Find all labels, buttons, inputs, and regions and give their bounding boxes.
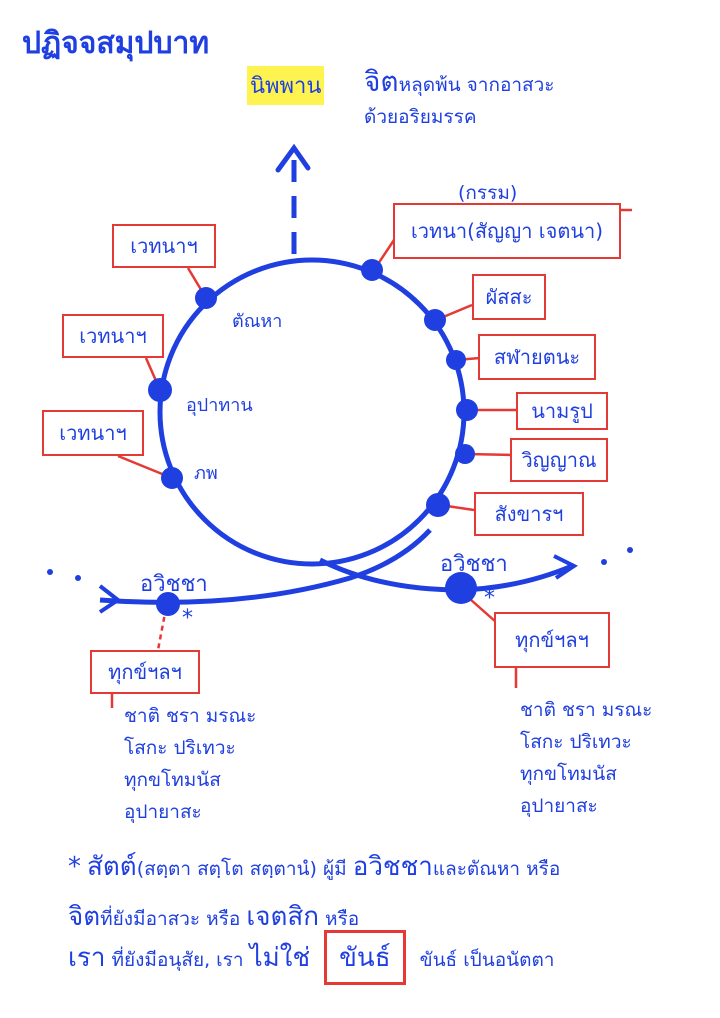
node-upadana <box>148 378 172 402</box>
escape-arrow-head <box>275 143 311 173</box>
label-avijja-right: อวิชชา <box>440 552 508 577</box>
footer-line-2: จิตที่ยังมีอาสวะ หรือ เจตสิก หรือ <box>68 896 359 937</box>
box-dukkha-right: ทุกข์ฯลฯ <box>494 612 610 668</box>
nibbana-label: นิพพาน <box>247 66 325 105</box>
node-avijja-left <box>156 592 180 616</box>
node-vinnana <box>455 444 475 464</box>
dukkha-left-item: โสกะ ปริเทวะ <box>124 737 236 759</box>
label-bhava: ภพ <box>194 463 218 484</box>
right-arrow-head <box>553 554 578 580</box>
dukkha-right-item: อุปายาสะ <box>520 795 598 817</box>
cont-dot-2 <box>75 575 81 581</box>
footer-citta: จิต <box>68 902 101 932</box>
footer-paren: (สตฺตา สตฺโต สตฺตานํ) <box>136 858 317 880</box>
footer-avijja: อวิชชา <box>352 852 433 882</box>
footer-maichai: ไม่ใช่ <box>249 943 311 973</box>
left-arrow-head <box>98 584 122 614</box>
footer-l2-mid: ที่ยังมีอาสวะ หรือ <box>100 908 241 930</box>
cont-dot-1 <box>47 569 53 575</box>
conn-dukkha-left <box>156 607 168 651</box>
dukkha-left-item: ทุกขโทมนัส <box>124 769 221 791</box>
footer-l2-end: หรือ <box>325 908 360 930</box>
page-title: ปฏิจจสมุปบาท <box>22 26 210 61</box>
footer-khan-box: ขันธ์ <box>324 930 406 985</box>
footer-phumi: ผู้มี <box>323 858 347 880</box>
dukkha-list-left: ชาติ ชรา มรณะ โสกะ ปริเทวะ ทุกขโทมนัส อุ… <box>124 700 256 828</box>
header-note-big: จิต <box>364 65 399 98</box>
footer-l1-end: และตัณหา หรือ <box>432 858 561 880</box>
star-right: * <box>484 586 495 611</box>
box-salayatana: สฬายตนะ <box>478 334 596 380</box>
dukkha-list-right: ชาติ ชรา มรณะ โสกะ ปริเทวะ ทุกขโทมนัส อุ… <box>520 694 652 822</box>
cont-dot-4 <box>627 547 633 553</box>
label-avijja-left: อวิชชา <box>140 572 208 597</box>
dukkha-right-item: ชาติ ชรา มรณะ <box>520 699 653 721</box>
footer-rao: เรา <box>68 943 106 973</box>
node-sankhara <box>426 493 450 517</box>
node-salayatana <box>446 350 466 370</box>
header-note: จิตหลุดพ้น จากอาสวะ <box>364 60 555 104</box>
footer-l3-end: ขันธ์ เป็นอนัตตา <box>419 949 555 971</box>
footer-satta: สัตต์ <box>87 852 137 882</box>
dukkha-left-item: ชาติ ชรา มรณะ <box>124 705 257 727</box>
box-sankhara: สังขารฯ <box>474 492 584 536</box>
label-upadana: อุปาทาน <box>186 395 253 416</box>
box-namarupa: นามรูป <box>516 392 608 430</box>
footer-star: * <box>68 852 81 882</box>
box-vedana-left3: เวทนาฯ <box>42 410 144 456</box>
dukkha-right-item: โสกะ ปริเทวะ <box>520 731 632 753</box>
box-phassa: ผัสสะ <box>472 274 546 320</box>
node-tanha <box>195 287 217 309</box>
footer-l3-mid: ที่ยังมีอนุสัย, เรา <box>111 949 244 971</box>
kamma-label: (กรรม) <box>458 182 518 204</box>
node-bhava <box>161 467 183 489</box>
box-vedana-left1: เวทนาฯ <box>112 224 216 268</box>
box-dukkha-left: ทุกข์ฯลฯ <box>90 650 200 694</box>
node-phassa <box>424 309 446 331</box>
footer-cetasika: เจตสิก <box>246 902 319 932</box>
label-tanha: ตัณหา <box>232 311 283 332</box>
node-avijja-right <box>445 572 477 604</box>
cont-dot-3 <box>601 559 607 565</box>
header-note-line2: ด้วยอริยมรรค <box>364 106 477 128</box>
box-vinnana: วิญญาณ <box>510 438 608 482</box>
node-vedana <box>361 259 383 281</box>
footer-line-1: * สัตต์(สตฺตา สตฺโต สตฺตานํ) ผู้มี อวิชช… <box>68 846 560 887</box>
footer-line-3: เรา ที่ยังมีอนุสัย, เรา ไม่ใช่ ขันธ์ ขันธ์… <box>68 930 554 985</box>
node-namarupa <box>456 399 478 421</box>
star-left: * <box>182 606 193 631</box>
dukkha-right-item: ทุกขโทมนัส <box>520 763 617 785</box>
box-vedana-right: เวทนา(สัญญา เจตนา) <box>393 203 621 259</box>
dukkha-left-item: อุปายาสะ <box>124 801 202 823</box>
box-vedana-left2: เวทนาฯ <box>62 314 164 358</box>
header-note-rest: หลุดพ้น จากอาสวะ <box>398 74 555 96</box>
